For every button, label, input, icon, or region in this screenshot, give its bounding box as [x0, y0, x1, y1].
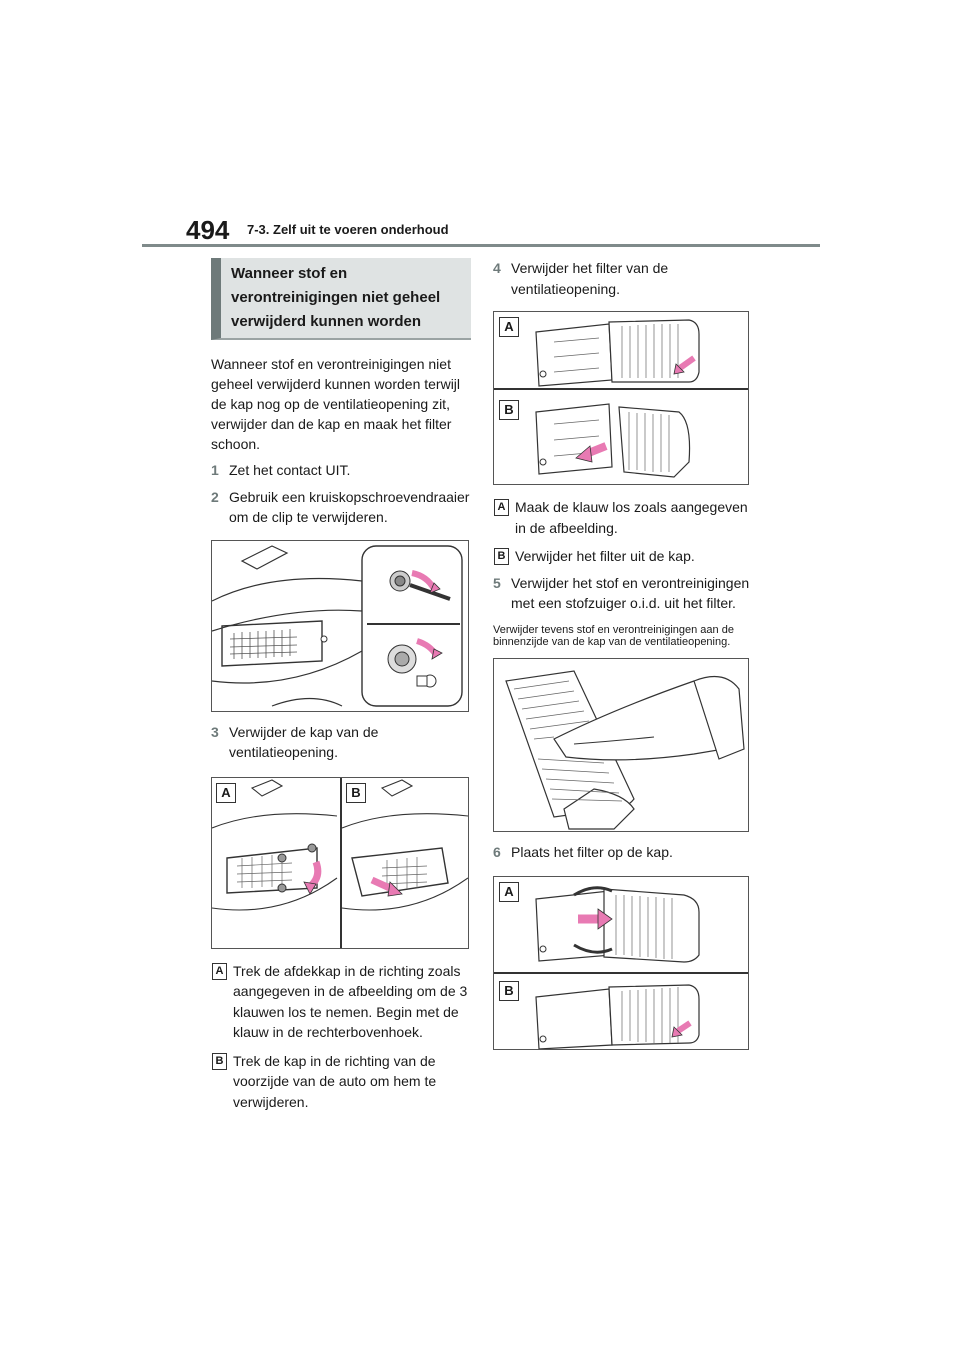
step-text: Verwijder het filter van de ventilatieop…	[511, 260, 669, 297]
filter-install-drawing	[494, 886, 748, 1049]
figure-label-b: B	[346, 782, 366, 803]
right-column: 4 Verwijder het filter van de ventilatie…	[493, 258, 753, 1050]
step-1: 1 Zet het contact UIT.	[211, 460, 471, 481]
sub-step-b: B Trek de kap in de richting van de voor…	[211, 1051, 471, 1113]
filter-install-illustration: A B	[493, 876, 749, 1050]
note-text: Verwijder tevens stof en verontreiniging…	[493, 623, 734, 648]
step-text: Verwijder de kap van de ventilatieopenin…	[229, 723, 379, 761]
figure-label-a: A	[499, 317, 519, 337]
callout-title: Wanneer stof en verontreinigingen niet g…	[231, 265, 441, 330]
sub-step-letter: A	[494, 499, 509, 516]
step-2: 2 Gebruik een kruiskopschroevendraaier o…	[211, 487, 471, 528]
page-number: 494	[186, 215, 230, 245]
vacuum-filter-illustration	[493, 657, 749, 832]
figure-label-a: A	[216, 782, 236, 803]
sub-step-text: Trek de kap in de richting van de voorzi…	[233, 1052, 437, 1110]
step-text: Plaats het filter op de kap.	[511, 843, 673, 860]
step-number: 4	[493, 260, 501, 276]
left-column: Wanneer stof en verontreinigingen niet g…	[211, 258, 471, 1112]
clip-removal-illustration	[211, 539, 469, 712]
cover-removal-drawing	[212, 777, 468, 948]
sub-step-text: Maak de klauw los zoals aangegeven in de…	[515, 499, 748, 536]
filter-removal-illustration: A B	[493, 311, 749, 485]
sub-step-b: B Verwijder het filter uit de kap.	[493, 546, 753, 567]
sub-step-text: Verwijder het filter uit de kap.	[515, 548, 695, 564]
cover-removal-illustration: A B	[211, 776, 469, 949]
section-title: 7-3. Zelf uit te voeren onderhoud	[247, 222, 449, 237]
step-number: 3	[211, 723, 219, 740]
step-number: 2	[211, 488, 219, 505]
step-4: 4 Verwijder het filter van de ventilatie…	[493, 258, 753, 299]
step-number: 5	[493, 574, 501, 591]
sub-step-a: A Maak de klauw los zoals aangegeven in …	[493, 497, 753, 538]
vacuum-drawing	[505, 669, 745, 830]
intro-paragraph: Wanneer stof en verontreinigingen niet g…	[211, 356, 461, 452]
sub-step-letter: B	[494, 548, 509, 565]
sub-step-text: Trek de afdekkap in de richting zoals aa…	[233, 962, 468, 1041]
sub-step-letter: A	[212, 962, 227, 980]
step-text: Zet het contact UIT.	[229, 462, 351, 478]
sub-step-letter: B	[212, 1052, 227, 1070]
step-text: Verwijder het stof en verontreinigingen …	[511, 574, 750, 612]
step-number: 1	[211, 462, 219, 478]
figure-label-a: A	[499, 882, 519, 902]
header-divider	[142, 244, 820, 247]
figure-label-b: B	[499, 400, 519, 420]
clip-removal-drawing	[212, 544, 463, 707]
step-text: Gebruik een kruiskopschroevendraaier om …	[229, 488, 470, 526]
step-5: 5 Verwijder het stof en verontreiniginge…	[493, 573, 753, 614]
filter-removal-drawing	[494, 319, 748, 478]
step-3: 3 Verwijder de kap van de ventilatieopen…	[211, 722, 471, 763]
callout-box: Wanneer stof en verontreinigingen niet g…	[211, 258, 471, 340]
step-number: 6	[493, 843, 501, 860]
step-6: 6 Plaats het filter op de kap.	[493, 842, 753, 863]
sub-step-a: A Trek de afdekkap in de richting zoals …	[211, 961, 471, 1043]
figure-label-b: B	[499, 981, 519, 1001]
